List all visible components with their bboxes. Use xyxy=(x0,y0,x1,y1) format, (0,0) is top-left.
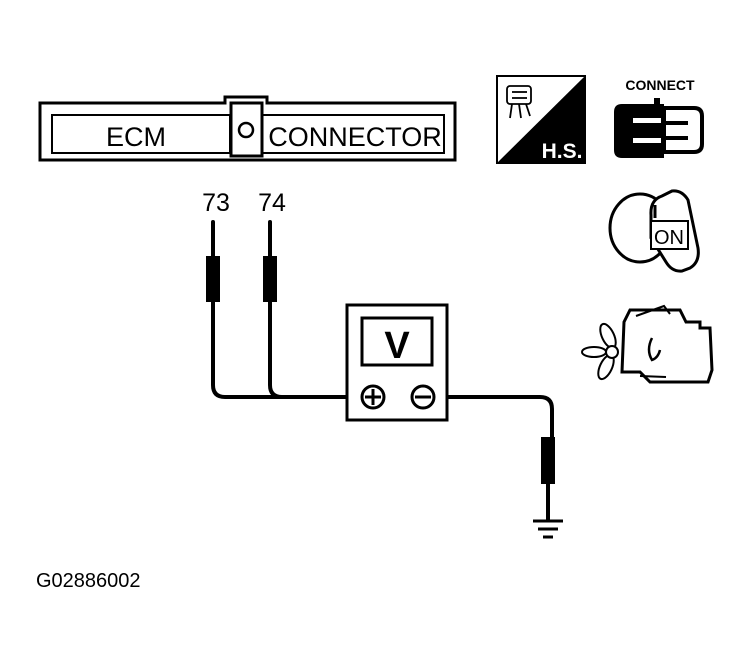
connect-label: CONNECT xyxy=(625,77,695,93)
ignition-on-label: ON xyxy=(654,227,684,249)
ignition-on-icon: ON xyxy=(608,189,700,273)
engine-running-icon xyxy=(581,304,714,384)
probe-tip-73 xyxy=(206,256,220,302)
probe-leads xyxy=(211,220,554,522)
connector-ecm-label: ECM xyxy=(106,122,166,152)
probe-tip-ground xyxy=(541,437,555,484)
pin-number-74: 74 xyxy=(258,189,286,217)
figure-id: G02886002 xyxy=(36,570,141,592)
ecm-connector: ECM CONNECTOR xyxy=(38,95,457,162)
plus-terminal-icon xyxy=(360,384,386,410)
connector-name-label: CONNECTOR xyxy=(268,122,442,152)
connect-icon: CONNECT xyxy=(614,77,704,158)
pin-number-73: 73 xyxy=(202,189,230,217)
minus-terminal-icon xyxy=(410,384,436,410)
probe-tip-74 xyxy=(263,256,277,302)
fan-icon xyxy=(581,322,619,381)
connector-latch-icon xyxy=(237,121,255,139)
voltmeter-display: V xyxy=(384,325,410,367)
hs-label: H.S. xyxy=(542,140,583,163)
ground-icon xyxy=(533,519,563,539)
hs-icon: H.S. xyxy=(496,75,586,164)
voltmeter: V xyxy=(345,303,449,422)
